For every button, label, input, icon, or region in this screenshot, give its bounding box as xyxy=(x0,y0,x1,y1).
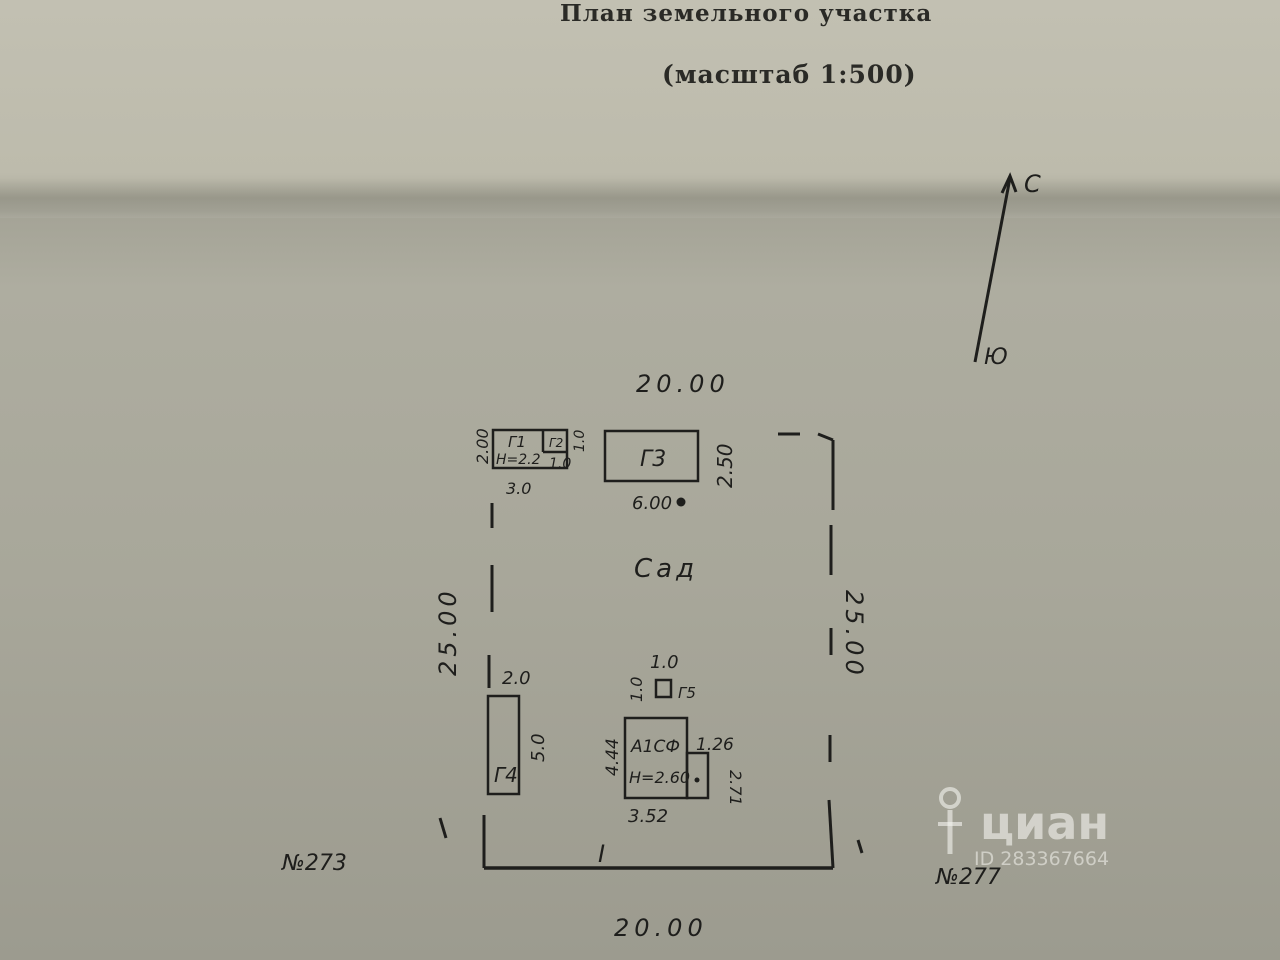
compass-south-label: Ю xyxy=(984,345,1008,370)
watermark-id: ID 283367664 xyxy=(974,848,1110,870)
building-g4-depth: 5.0 xyxy=(528,733,549,762)
building-g5-label: Г5 xyxy=(678,684,696,702)
house-label: А1СФ xyxy=(630,737,680,757)
building-g4-width: 2.0 xyxy=(502,668,531,689)
well-point-marker xyxy=(676,497,686,507)
building-g1-outline xyxy=(491,428,569,470)
plot-bottom-width: 20.00 xyxy=(614,914,708,942)
plot-right-length: 25.00 xyxy=(840,590,868,679)
watermark: циан ID 283367664 xyxy=(928,776,1168,886)
garden-label: Сад xyxy=(634,554,698,584)
compass-north-label: С xyxy=(1024,170,1041,198)
page-title: План земельного участка xyxy=(560,0,933,27)
building-g3-label: Г3 xyxy=(640,447,666,472)
scale-caption: (масштаб 1:500) xyxy=(662,60,917,89)
house-width: 3.52 xyxy=(628,806,668,827)
house-outline xyxy=(623,716,710,800)
house-annex-width: 1.26 xyxy=(696,735,734,755)
plot-left-length: 25.00 xyxy=(434,587,462,676)
compass xyxy=(973,172,1018,363)
house-annex-marker xyxy=(694,777,700,783)
building-g5-depth: 1.0 xyxy=(627,677,646,702)
house-height: Н=2.60 xyxy=(629,768,690,787)
plot-boundary xyxy=(438,432,864,870)
building-g5-outline xyxy=(654,678,673,699)
paper-fold xyxy=(0,178,1280,218)
house-depth: 4.44 xyxy=(603,738,623,776)
building-g3-outline xyxy=(603,429,700,483)
building-g1-depth: 2.00 xyxy=(473,428,492,464)
compass-arrow xyxy=(973,177,1012,363)
building-g5-width: 1.0 xyxy=(650,652,679,673)
map-pin-icon xyxy=(938,787,962,854)
entrance-mark: I xyxy=(598,840,605,868)
building-g3-depth: 2.50 xyxy=(713,443,737,488)
building-g4-outline xyxy=(486,694,521,796)
compass-arrowhead xyxy=(1000,172,1018,194)
building-g1-label: Г1 xyxy=(508,433,526,451)
building-g3-width: 6.00 xyxy=(632,493,672,514)
building-g2-label: Г2 xyxy=(549,436,563,450)
watermark-brand: циан xyxy=(980,796,1110,850)
plot-top-width: 20.00 xyxy=(636,370,730,398)
building-g2-depth: 1.0 xyxy=(572,430,588,452)
building-g1-height: Н=2.2 xyxy=(496,452,541,468)
building-g2-width: 1.0 xyxy=(549,456,571,472)
house-annex-depth: 2.71 xyxy=(726,770,745,806)
building-g4-label: Г4 xyxy=(494,763,518,787)
building-g1-width: 3.0 xyxy=(506,479,531,498)
neighbor-left-label: №273 xyxy=(281,851,347,876)
neighbor-right-label: №277 xyxy=(935,865,1001,890)
